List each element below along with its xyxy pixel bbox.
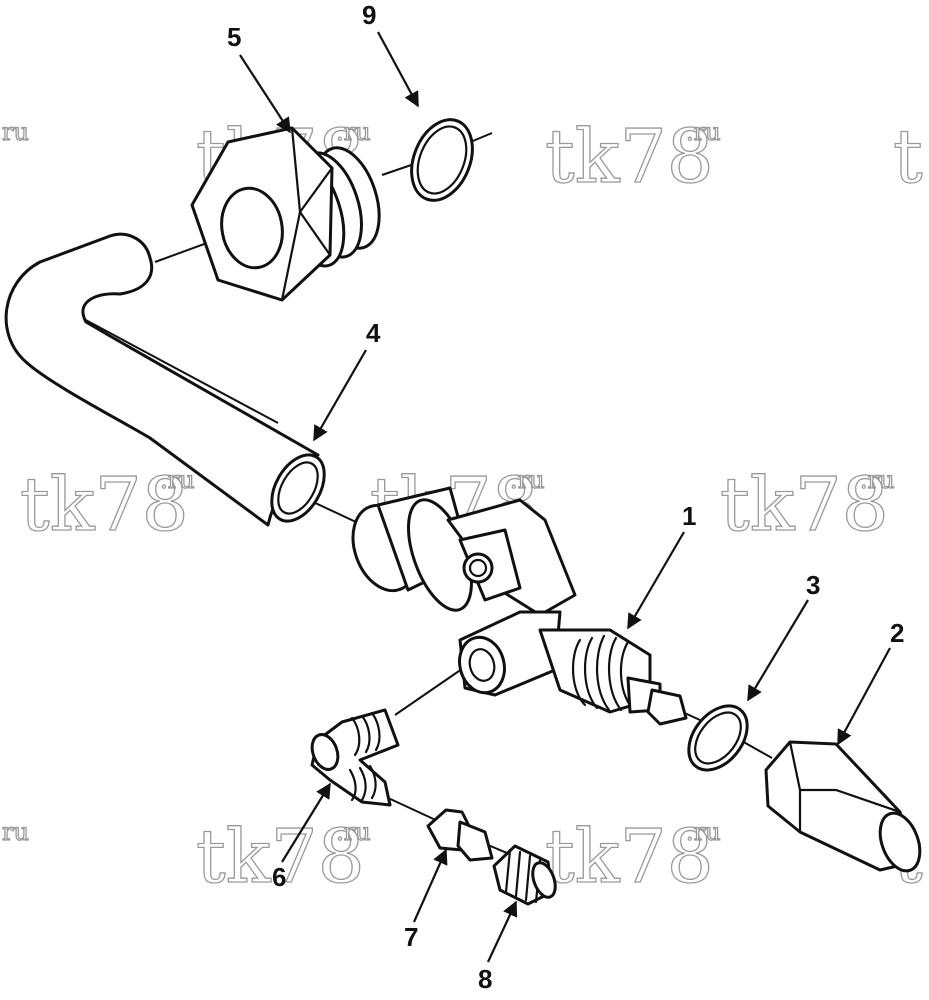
- watermark-suffix: .ru: [860, 466, 895, 494]
- part-1-valve-body: [351, 486, 688, 726]
- leader-5: [239, 54, 291, 134]
- leader-6: [281, 782, 331, 863]
- leader-8: [487, 900, 518, 963]
- part-9-o-ring: [410, 118, 474, 202]
- callout-leaders: [239, 31, 891, 963]
- leader-2: [837, 647, 891, 746]
- callout-1: 1: [682, 501, 696, 531]
- part-2-cap-nut: [764, 740, 922, 873]
- watermark-text: tk78: [720, 462, 889, 548]
- watermark-top-right: tk78 .ru: [544, 113, 721, 200]
- callout-8: 8: [478, 964, 492, 994]
- watermark-partial-left-bottom: ru: [2, 818, 29, 846]
- watermark-suffix: .ru: [336, 118, 371, 146]
- callout-3: 3: [806, 570, 820, 600]
- watermark-suffix: .ru: [336, 818, 371, 846]
- watermark-partial-right-top: t: [893, 114, 923, 200]
- watermark-suffix: .ru: [686, 118, 721, 146]
- part-6-elbow-fitting: [310, 708, 400, 807]
- watermark-text: tk78: [545, 114, 714, 200]
- callout-2: 2: [890, 618, 904, 648]
- watermark-text: tk78: [20, 462, 189, 548]
- watermark-bottom-right: tk78 .ru: [544, 813, 721, 900]
- part-4-bent-tube: [4, 232, 326, 527]
- callout-6: 6: [272, 862, 286, 892]
- leader-1: [627, 531, 685, 630]
- callout-7: 7: [404, 922, 418, 952]
- part-3-o-ring: [687, 704, 749, 772]
- callout-9: 9: [362, 0, 376, 30]
- leader-7: [412, 848, 448, 923]
- watermark-suffix: .ru: [160, 466, 195, 494]
- watermark-text: tk78: [196, 814, 365, 900]
- part-8-knurled-cap: [492, 844, 557, 906]
- watermark-bottom-center: tk78 .ru: [195, 813, 371, 900]
- callout-4: 4: [366, 318, 381, 348]
- leader-4: [313, 349, 367, 442]
- leader-3: [747, 599, 809, 702]
- part-5-hex-adapter: [190, 126, 381, 302]
- part-7-small-fitting: [426, 808, 494, 862]
- watermark-partial-left-top: ru: [2, 118, 29, 146]
- watermark-suffix: .ru: [686, 818, 721, 846]
- callout-5: 5: [227, 22, 241, 52]
- leader-9: [377, 31, 419, 108]
- watermark-mid-right: tk78 .ru: [719, 461, 895, 548]
- watermark-text: tk78: [545, 814, 714, 900]
- watermark-suffix: .ru: [510, 466, 545, 494]
- callout-labels: 5 9 4 1 3 2 6 7 8: [227, 0, 904, 994]
- watermark-mid-left: tk78 .ru: [19, 461, 195, 548]
